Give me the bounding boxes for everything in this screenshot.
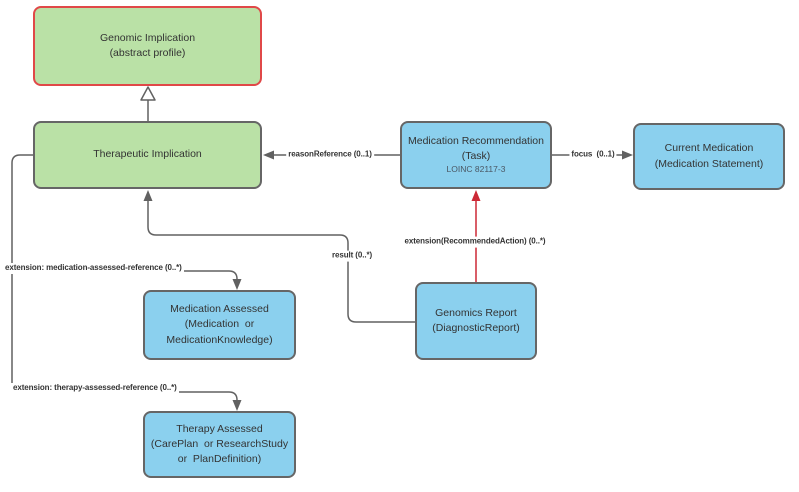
node-subtitle: (CarePlan or ResearchStudy <box>150 437 289 450</box>
therapy-assessed-box[interactable]: Therapy Assessed (CarePlan or ResearchSt… <box>143 411 296 478</box>
arrowhead-down-medication <box>232 279 242 290</box>
result-label: result (0..*) <box>329 250 375 262</box>
node-subtitle2: or PlanDefinition) <box>177 453 262 466</box>
genomic-implication-box[interactable]: Genomic Implication (abstract profile) <box>33 6 262 86</box>
recommended-action-label: extension(RecommendedAction) (0..*) <box>402 236 548 248</box>
therapeutic-implication-box[interactable]: Therapeutic Implication <box>33 121 262 189</box>
node-title: Therapy Assessed <box>176 422 263 435</box>
node-code: LOINC 82117-3 <box>446 164 506 175</box>
node-subtitle: (abstract profile) <box>109 47 186 59</box>
therapy-assessed-extension-label: extension: therapy-assessed-reference (0… <box>11 383 179 394</box>
edge-extension-trunk <box>11 154 242 411</box>
node-title: Current Medication <box>664 142 754 155</box>
medication-assessed-box[interactable]: Medication Assessed (Medication or Medic… <box>143 290 296 360</box>
node-subtitle: (DiagnosticReport) <box>432 322 520 334</box>
edge-inheritance <box>140 86 156 121</box>
arrowhead-right <box>622 150 633 160</box>
arrowhead-up <box>143 190 153 201</box>
current-medication-box[interactable]: Current Medication (Medication Statement… <box>633 123 785 190</box>
node-subtitle: (Task) <box>461 150 491 163</box>
node-subtitle2: MedicationKnowledge) <box>166 333 273 346</box>
arrowhead-left <box>263 150 274 160</box>
node-subtitle: (Medication Statement) <box>654 157 764 170</box>
genomics-report-box[interactable]: Genomics Report (DiagnosticReport) <box>415 282 537 360</box>
node-title: Medication Recommendation <box>408 134 544 147</box>
node-subtitle: (Medication or <box>184 318 255 331</box>
focus-label: focus (0..1) <box>569 149 617 161</box>
node-title: Genomics Report <box>435 306 517 319</box>
arrowhead-down-therapy <box>232 400 242 411</box>
node-title: Therapeutic Implication <box>93 148 202 161</box>
edge-result <box>143 190 415 323</box>
node-title: Genomic Implication <box>99 31 196 44</box>
hollow-triangle-arrowhead <box>140 86 156 101</box>
arrowhead-up-red <box>471 190 481 201</box>
node-title: Medication Assessed <box>170 303 269 316</box>
medication-recommendation-box[interactable]: Medication Recommendation (Task) LOINC 8… <box>400 121 552 189</box>
reason-reference-label: reasonReference (0..1) <box>286 149 374 161</box>
medication-assessed-extension-label: extension: medication-assessed-reference… <box>3 263 184 274</box>
